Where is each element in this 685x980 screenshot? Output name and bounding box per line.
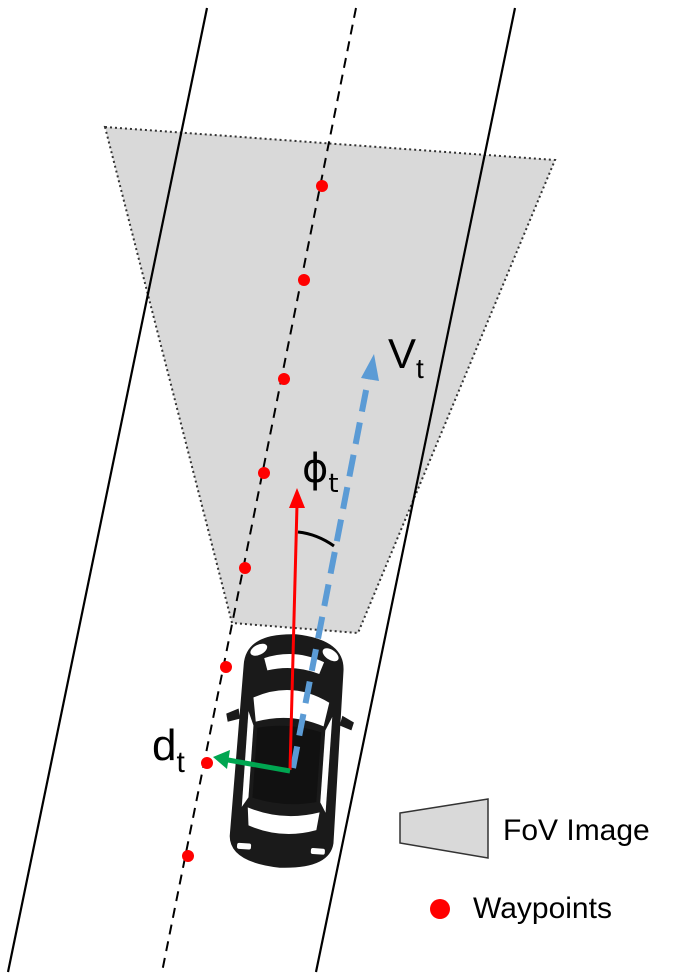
fov-region xyxy=(105,127,555,633)
distance-label: dt xyxy=(152,721,185,779)
waypoint xyxy=(239,562,251,574)
road-left-edge xyxy=(8,8,207,972)
waypoint xyxy=(220,661,232,673)
waypoint xyxy=(258,467,270,479)
waypoint xyxy=(316,180,328,192)
top-down-car-icon xyxy=(216,630,360,872)
waypoint xyxy=(298,274,310,286)
legend-waypoint-marker xyxy=(430,899,450,919)
legend-waypoints-label: Waypoints xyxy=(473,892,612,925)
waypoint xyxy=(278,373,290,385)
waypoint xyxy=(201,757,213,769)
legend: FoV Image Waypoints xyxy=(400,799,650,925)
legend-fov-swatch xyxy=(400,799,488,858)
legend-fov-label: FoV Image xyxy=(503,814,650,847)
waypoint xyxy=(182,850,194,862)
